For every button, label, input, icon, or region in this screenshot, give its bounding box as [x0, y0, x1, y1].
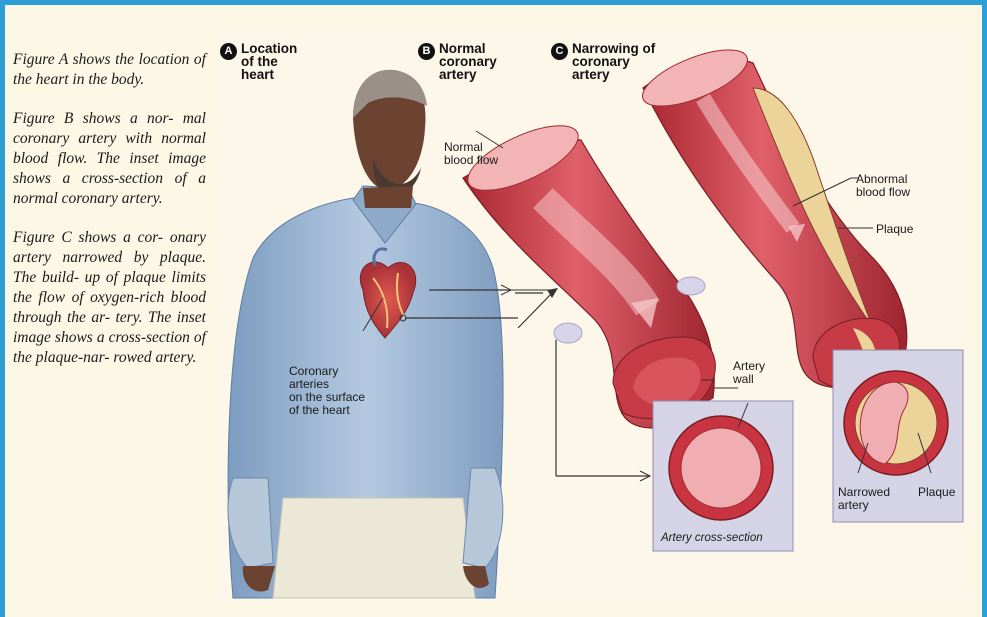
panel-c-title-line: artery	[572, 68, 655, 81]
caption-figure-b: Figure B shows a nor- mal coronary arter…	[13, 109, 206, 209]
panel-b-title: Normal coronary artery	[439, 42, 497, 81]
figure-caption: Figure A shows the location of the heart…	[13, 50, 206, 387]
label-line: wall	[733, 373, 765, 386]
panel-c-title: Narrowing of coronary artery	[572, 42, 655, 81]
narrowed-artery-label: Narrowed artery	[838, 486, 890, 512]
label-line: of the heart	[289, 404, 365, 417]
panel-a-title: Location of the heart	[241, 42, 297, 81]
illustration-graphics	[213, 28, 973, 603]
plaque-label: Plaque	[876, 223, 913, 236]
label-line: blood flow	[856, 186, 910, 199]
plaque-inset-label: Plaque	[918, 486, 955, 499]
artery-wall-label: Artery wall	[733, 360, 765, 386]
caption-figure-c: Figure C shows a cor- onary artery narro…	[13, 228, 206, 368]
heart-artery-illustration: A Location of the heart B Normal coronar…	[213, 28, 973, 603]
label-line: artery	[838, 499, 890, 512]
badge-a: A	[220, 43, 237, 60]
label-line: blood flow	[444, 154, 498, 167]
abnormal-blood-flow-label: Abnormal blood flow	[856, 173, 910, 199]
normal-cross-section-inset	[653, 401, 793, 551]
coronary-arteries-label: Coronary arteries on the surface of the …	[289, 365, 365, 417]
caption-figure-a: Figure A shows the location of the heart…	[13, 50, 206, 90]
badge-c: C	[551, 43, 568, 60]
normal-blood-flow-label: Normal blood flow	[444, 141, 498, 167]
artery-cross-section-label: Artery cross-section	[661, 532, 763, 545]
panel-a-title-line: heart	[241, 68, 297, 81]
panel-b-title-line: artery	[439, 68, 497, 81]
badge-b: B	[418, 43, 435, 60]
